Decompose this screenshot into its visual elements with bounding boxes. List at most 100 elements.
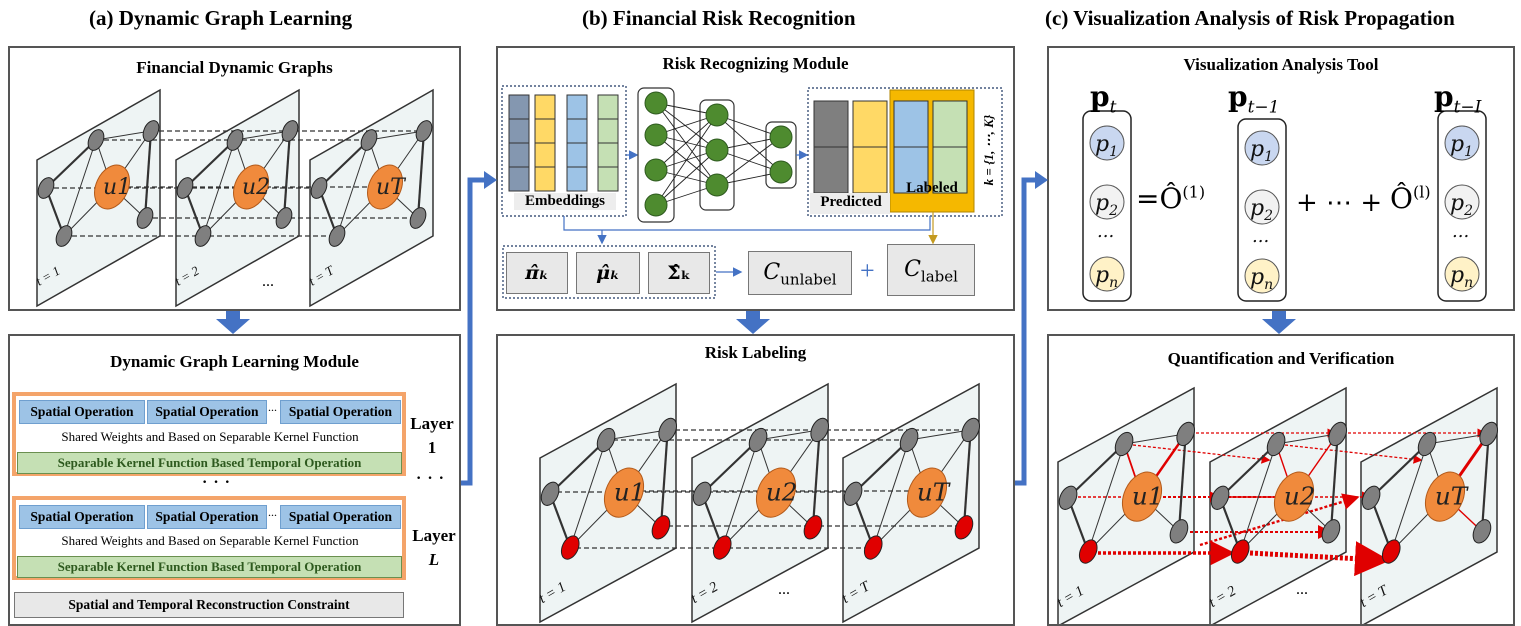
graph-node <box>1381 539 1401 564</box>
graph-edge <box>811 429 821 528</box>
labeled-label: Labeled <box>906 180 958 196</box>
graph-node-center <box>367 164 403 210</box>
graph-node <box>360 129 378 151</box>
graph-edge <box>1480 433 1490 532</box>
graph-edge <box>1370 443 1428 499</box>
graph-node <box>310 177 328 199</box>
spatial-op-1-1: Spatial Operation <box>19 400 145 424</box>
quantification-verification-title: Quantification and Verification <box>1167 349 1395 368</box>
graph-edge <box>95 130 152 141</box>
graph-node <box>1479 421 1498 447</box>
center-node-label: u1 <box>1132 481 1164 510</box>
col-label-ptI: pt−I <box>1434 80 1482 118</box>
graph-node <box>328 225 346 247</box>
param-sigma: Σ̂ₖ <box>648 252 710 294</box>
graph-node <box>415 120 433 142</box>
graph-edge <box>282 130 292 219</box>
graph-edge <box>1219 443 1277 499</box>
graph-node <box>596 427 616 453</box>
graph-edge <box>605 429 668 441</box>
graph-edge <box>1177 433 1187 532</box>
graph-edge <box>1087 443 1125 552</box>
graph-edge <box>234 130 291 141</box>
c-unlabel-box: Cunlabel <box>748 251 852 295</box>
graph-edge <box>368 130 425 141</box>
spatial-op-L-2: Spatial Operation <box>147 505 267 529</box>
graph-edge <box>962 429 972 528</box>
c-label-sub: label <box>920 267 958 286</box>
center-node-label: u2 <box>766 477 798 506</box>
graph-edge <box>63 139 97 237</box>
financial-dynamic-graphs-title: Financial Dynamic Graphs <box>136 58 333 77</box>
graph-edge <box>202 139 236 237</box>
center-node-label: uT <box>917 477 951 506</box>
graph-node <box>1472 519 1492 544</box>
graph-edge <box>1239 443 1277 552</box>
graph-edge <box>143 130 153 219</box>
visualization-analysis-tool-title: Visualization Analysis Tool <box>1183 55 1379 74</box>
layer-L-label: Layer <box>412 526 456 545</box>
graph-node <box>226 129 244 151</box>
c-unlabel-sub: unlabel <box>780 270 837 289</box>
predicted-labeled-group <box>807 87 1003 217</box>
quant-graphs-ellipsis: ... <box>1296 581 1308 598</box>
graph-node <box>658 417 677 443</box>
graph-edge <box>852 439 910 495</box>
graph-edge <box>659 429 669 528</box>
down-arrow-a <box>216 311 250 334</box>
param-flows <box>502 212 938 299</box>
graph-node <box>87 129 105 151</box>
graph-edge <box>416 130 426 219</box>
param-mu: μ̂ₖ <box>576 252 640 294</box>
graph-edge <box>721 439 759 548</box>
graph-edge <box>1275 433 1338 445</box>
graph-node-center <box>906 467 948 518</box>
graph-edge <box>757 429 820 441</box>
spatial-op-L-1: Spatial Operation <box>19 505 145 529</box>
risk-recognizing-module-title: Risk Recognizing Module <box>662 54 849 73</box>
spatial-op-1-3: Spatial Operation <box>280 400 401 424</box>
graph-a-t2: u2t = 2 <box>172 120 299 289</box>
connector-a-to-b <box>461 171 497 486</box>
graph-node <box>1058 485 1078 510</box>
c-label-symbol: C <box>904 257 921 282</box>
graph-b-t2: u2t = 2 <box>688 417 829 607</box>
graph-node <box>1176 421 1195 447</box>
inline-dots-L: ... <box>268 505 277 519</box>
graph-edge <box>1067 443 1125 499</box>
graph-edge <box>872 439 910 548</box>
graph-node-center <box>94 164 130 210</box>
graph-edge <box>184 139 236 189</box>
graph-node <box>1417 431 1437 457</box>
section-b-title: (b) Financial Risk Recognition <box>582 6 856 30</box>
param-pi: π̂ₖ <box>506 252 568 294</box>
graph-node <box>1210 485 1230 510</box>
center-node-label: uT <box>1435 481 1469 510</box>
graph-node <box>281 120 299 142</box>
graph-node-center <box>603 467 645 518</box>
graph-edge <box>336 139 370 237</box>
graph-node-center <box>1121 471 1163 522</box>
down-arrow-b <box>736 311 770 334</box>
shared-weights-L: Shared Weights and Based on Separable Ke… <box>61 533 359 548</box>
risk-graphs-ellipsis: ... <box>778 581 790 598</box>
layer-1-label: Layer <box>410 414 454 433</box>
column-ellipsis: ... <box>1252 226 1269 247</box>
col-label-pt: pt <box>1090 80 1117 118</box>
graph-node <box>176 177 194 199</box>
c-unlabel-symbol: C <box>763 260 781 285</box>
graph-c-t1: u1t = 1 <box>1054 421 1195 611</box>
graph-node <box>275 207 293 229</box>
shared-weights-1: Shared Weights and Based on Separable Ke… <box>61 429 359 444</box>
graph-node <box>651 515 671 540</box>
graph-node <box>1321 519 1341 544</box>
graph-edge <box>549 439 607 495</box>
dynamic-graph-learning-module-title: Dynamic Graph Learning Module <box>110 352 359 371</box>
embeddings-group <box>501 85 639 217</box>
column-ellipsis: ... <box>1097 221 1114 242</box>
risk-labeling-title: Risk Labeling <box>704 343 807 362</box>
graph-node <box>1361 485 1381 510</box>
column-ellipsis: ... <box>1452 221 1469 242</box>
temporal-op-1: Separable Kernel Function Based Temporal… <box>17 452 402 474</box>
